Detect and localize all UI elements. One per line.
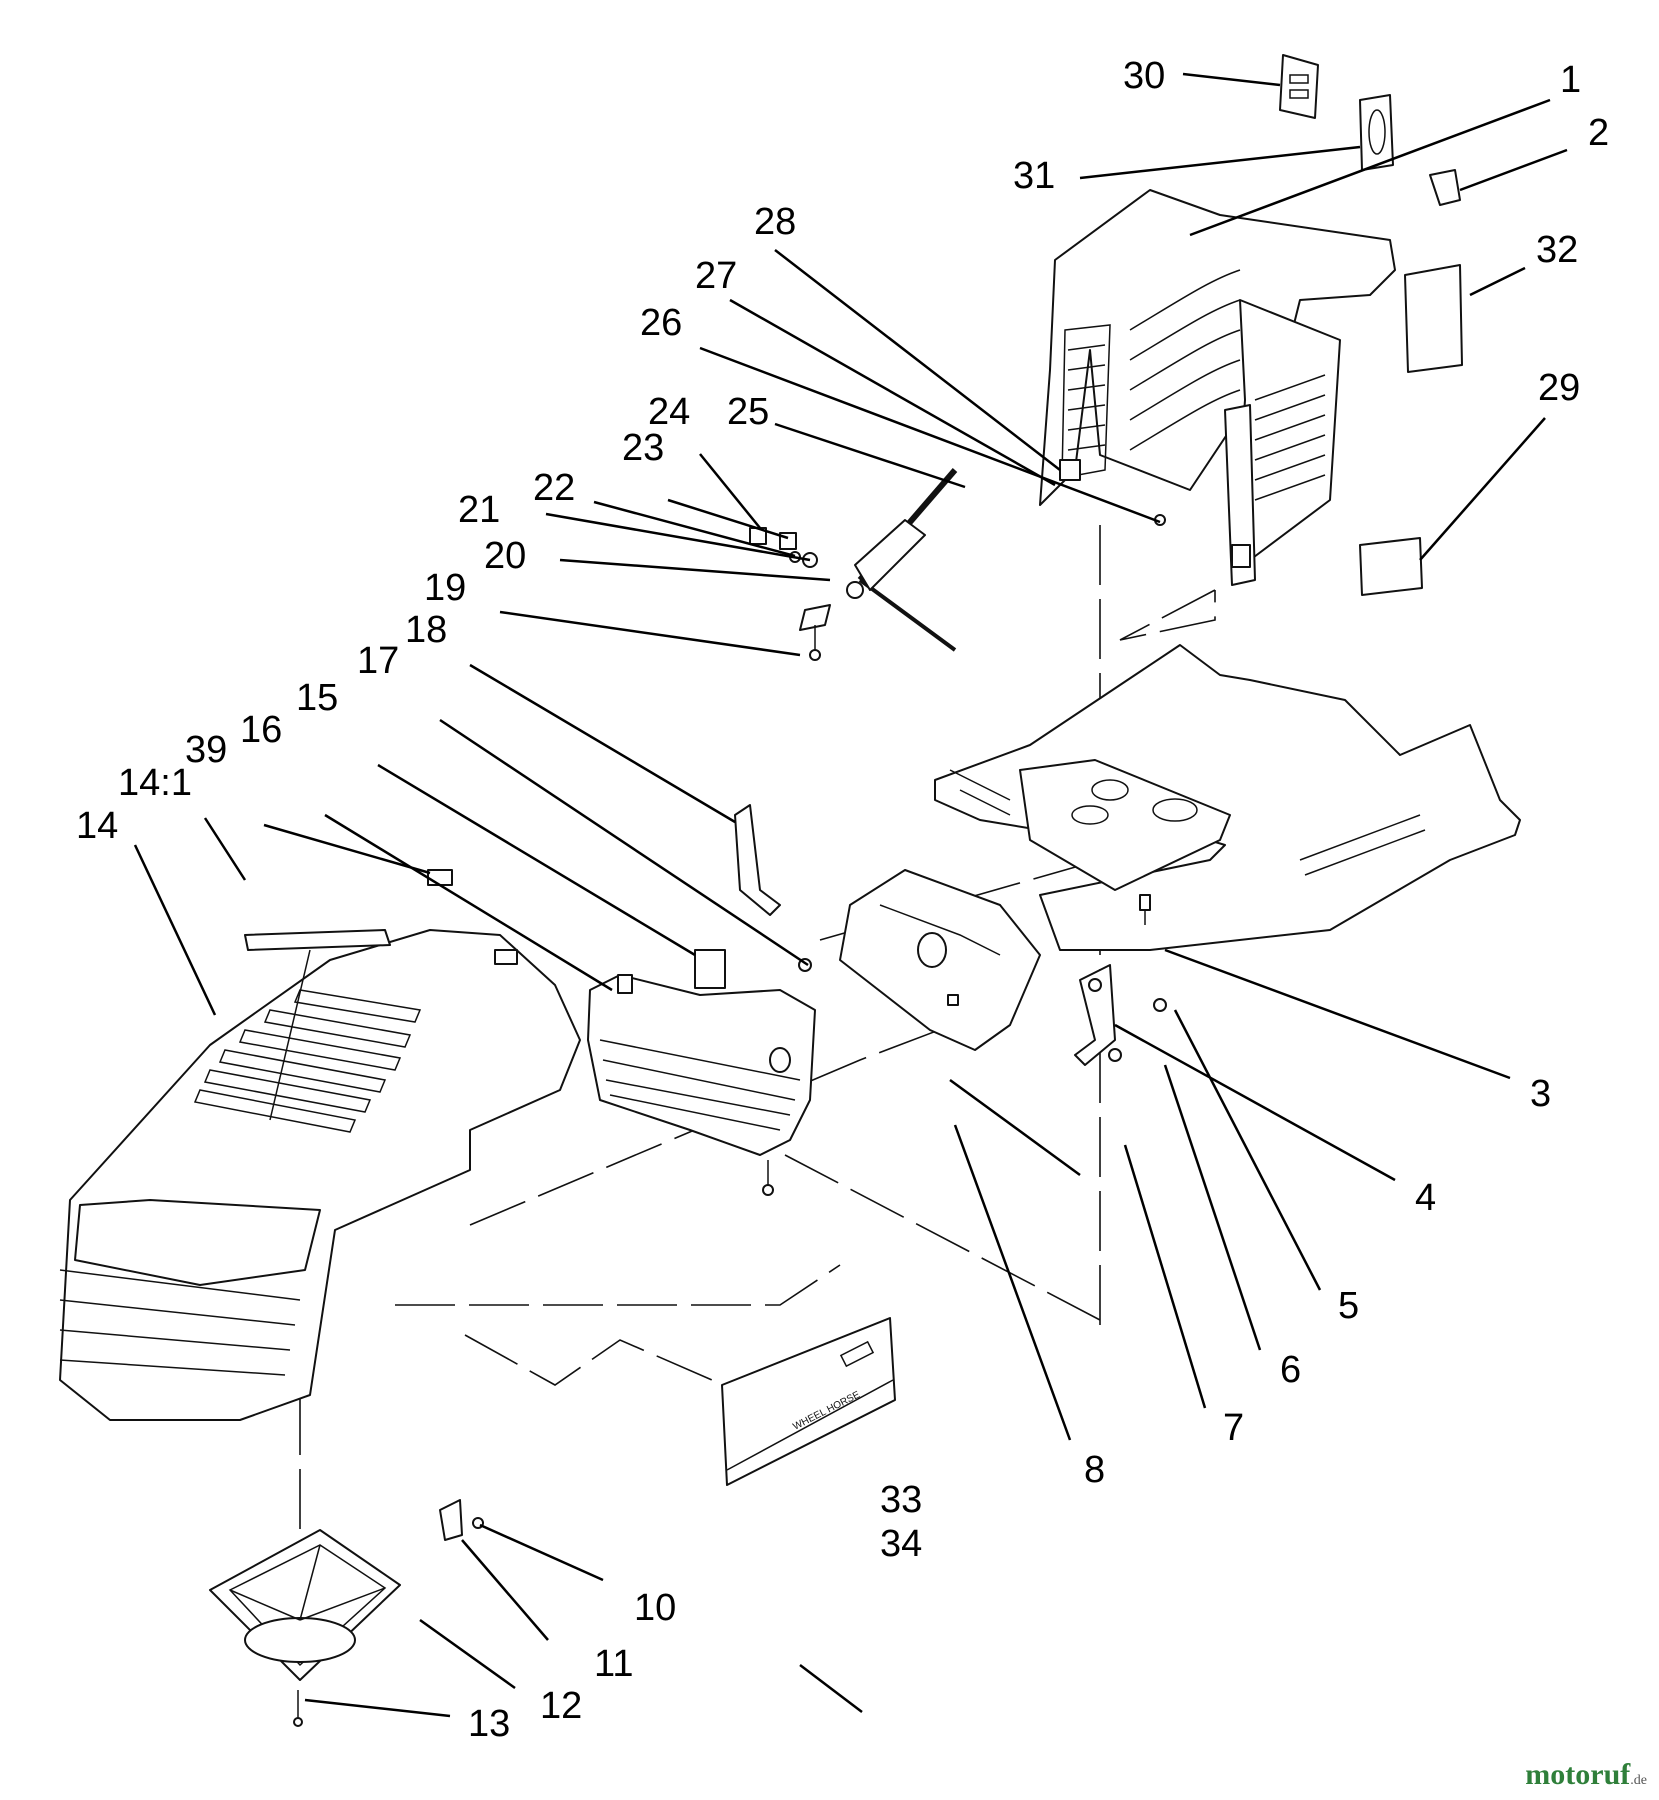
callout-11: 11 — [594, 1643, 633, 1685]
callout-30: 30 — [1123, 55, 1165, 97]
callout-20: 20 — [484, 535, 526, 577]
callout-15: 15 — [296, 677, 338, 719]
callout-5: 5 — [1338, 1285, 1359, 1327]
knob-2 — [1429, 169, 1461, 206]
wheel-horse-decal: WHEEL HORSE — [721, 1317, 896, 1486]
hood — [59, 869, 581, 1421]
callout-18: 18 — [405, 609, 447, 651]
callout-6: 6 — [1280, 1349, 1301, 1391]
callout-25: 25 — [727, 391, 769, 433]
watermark-logo: motoruf.de — [1525, 1758, 1647, 1792]
callout-32: 32 — [1536, 229, 1578, 271]
callout-29: 29 — [1538, 367, 1580, 409]
callout-12: 12 — [540, 1685, 582, 1727]
decal-31 — [1359, 94, 1394, 171]
nose-piece — [587, 974, 816, 1196]
watermark-suffix: .de — [1630, 1773, 1647, 1788]
fender-small-parts — [1154, 54, 1463, 596]
callout-3: 3 — [1530, 1073, 1551, 1115]
callout-7: 7 — [1223, 1407, 1244, 1449]
bracket-7 — [1074, 964, 1116, 1066]
callout-16: 16 — [240, 709, 282, 751]
leader-lines — [133, 72, 1568, 1718]
decal-39a — [427, 869, 453, 886]
callout-labels: 30 31 1 2 32 29 28 27 26 24 25 23 22 21 … — [76, 55, 1609, 1745]
decal-32 — [1404, 264, 1463, 373]
lever-assembly — [749, 468, 958, 661]
grille-bucket — [209, 1499, 484, 1727]
dash-bracket — [694, 804, 1167, 1066]
callout-17: 17 — [357, 640, 399, 682]
callout-26: 26 — [640, 302, 682, 344]
callout-4: 4 — [1415, 1177, 1436, 1219]
callout-14-1: 14:1 — [118, 762, 192, 804]
decal-15 — [694, 949, 726, 989]
hood-vents — [193, 989, 422, 1133]
callout-31: 31 — [1013, 155, 1055, 197]
callout-1: 1 — [1560, 59, 1581, 101]
callout-39: 39 — [185, 729, 227, 771]
callout-27: 27 — [695, 255, 737, 297]
decal-39b — [494, 949, 518, 965]
callout-8: 8 — [1084, 1449, 1105, 1491]
callout-24: 24 — [648, 391, 690, 433]
decal-30 — [1279, 54, 1319, 119]
watermark-name: motoruf — [1525, 1758, 1631, 1791]
hood-decal-14-1 — [244, 929, 391, 951]
bracket-11 — [439, 1499, 463, 1541]
footrest-pan — [934, 644, 1521, 951]
fender-assembly — [1039, 189, 1396, 586]
callout-14: 14 — [76, 805, 118, 847]
callout-22: 22 — [533, 467, 575, 509]
callout-34: 34 — [880, 1523, 922, 1565]
callout-33: 33 — [880, 1479, 922, 1521]
bracket-18 — [734, 804, 781, 916]
callout-21: 21 — [458, 489, 500, 531]
callout-2: 2 — [1588, 112, 1609, 154]
callout-13: 13 — [468, 1703, 510, 1745]
callout-28: 28 — [754, 201, 796, 243]
callout-23: 23 — [622, 427, 664, 469]
callout-10: 10 — [634, 1587, 676, 1629]
decal-29 — [1359, 537, 1423, 596]
callout-19: 19 — [424, 567, 466, 609]
